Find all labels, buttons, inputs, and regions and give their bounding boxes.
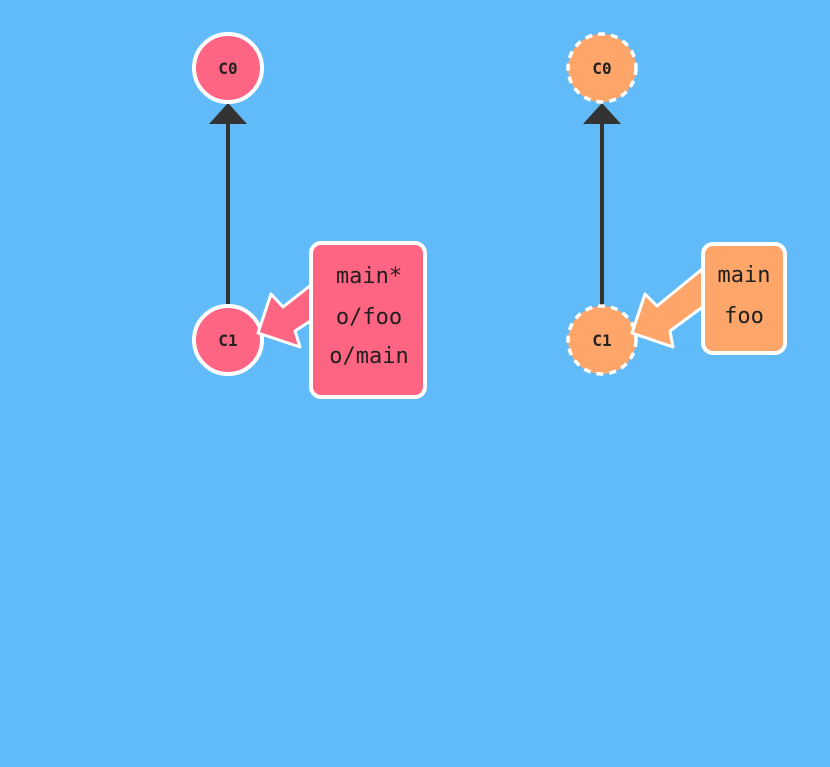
remote-commit-c0-node	[566, 32, 638, 104]
local-commit-c1[interactable]: C1	[192, 304, 264, 376]
branch-label-main-head: main*	[336, 264, 402, 289]
local-branch-tag-box	[309, 241, 427, 399]
local-parent-edge	[209, 103, 247, 305]
remote-branch-tag-box	[701, 242, 787, 355]
branch-label-o-main: o/main	[329, 344, 408, 369]
remote-parent-edge	[583, 103, 621, 305]
remote-branch-pointer-arrow	[630, 268, 714, 349]
local-commit-c0[interactable]: C0	[192, 32, 264, 104]
branch-label-main: main	[718, 263, 771, 288]
remote-commit-c0-label: C0	[592, 59, 611, 78]
remote-commit-c1-node	[566, 304, 638, 376]
local-edge-arrowhead	[209, 103, 247, 124]
remote-edge-arrowhead	[583, 103, 621, 124]
local-branch-tag[interactable]: main* o/foo o/main	[309, 241, 427, 399]
remote-commit-c0[interactable]: C0	[566, 32, 638, 104]
remote-repo: C0 C1 main foo	[566, 32, 787, 376]
remote-commit-c1-label: C1	[592, 331, 611, 350]
branch-label-o-foo: o/foo	[336, 305, 402, 330]
local-commit-c0-node	[192, 32, 264, 104]
local-repo: C0 C1 main* o/foo o/main	[192, 32, 427, 399]
remote-branch-tag[interactable]: main foo	[701, 242, 787, 355]
local-commit-c1-node	[192, 304, 264, 376]
remote-commit-c1[interactable]: C1	[566, 304, 638, 376]
local-commit-c1-label: C1	[218, 331, 237, 350]
branch-label-foo: foo	[724, 304, 764, 329]
local-commit-c0-label: C0	[218, 59, 237, 78]
